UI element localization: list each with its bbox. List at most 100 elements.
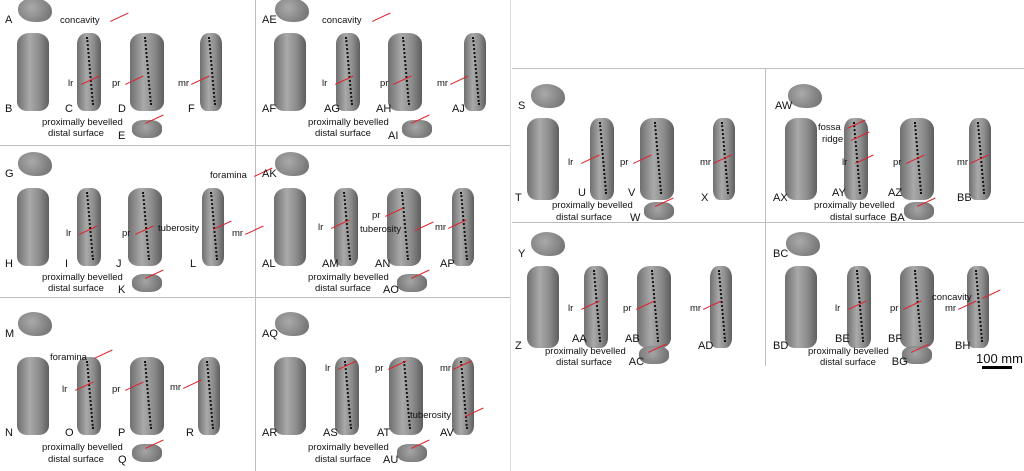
bone-view-proximal: [531, 84, 565, 108]
annotation-label: proximally bevelled: [42, 272, 123, 283]
annotation-label: proximally bevelled: [308, 117, 389, 128]
view-label: AJ: [452, 103, 465, 115]
annotation-label: mr: [232, 228, 244, 239]
annotation-label: tuberosity: [158, 223, 200, 234]
bone-view: [464, 33, 486, 111]
view-label: BB: [957, 192, 972, 204]
view-label: AG: [324, 103, 340, 115]
view-label: AZ: [888, 187, 903, 199]
annotation-pointer-line: [94, 349, 113, 359]
annotation-label: lr: [322, 78, 328, 89]
view-label: AA: [572, 333, 587, 345]
bone-view: [590, 118, 614, 200]
bone-view: [452, 357, 474, 435]
annotation-label: lr: [318, 222, 324, 233]
bone-view-distal: [904, 202, 934, 220]
divider: [512, 222, 1024, 223]
annotation-label: mr: [700, 157, 712, 168]
bone-view: [637, 266, 671, 348]
annotation-label: distal surface: [48, 454, 104, 465]
divider: [0, 145, 510, 146]
annotation-pointer-line: [109, 12, 129, 22]
bone-view: [77, 357, 101, 435]
bone-view-proximal: [788, 84, 822, 108]
view-label: P: [118, 427, 126, 439]
bone-view-distal: [132, 120, 162, 138]
annotation-label: distal surface: [830, 212, 886, 223]
view-label: BF: [888, 333, 903, 345]
bone-view-distal: [639, 346, 669, 364]
view-label: AE: [262, 14, 277, 26]
annotation-label: proximally bevelled: [814, 200, 895, 211]
bone-view-distal: [402, 120, 432, 138]
view-label: X: [701, 192, 709, 204]
bone-view: [785, 266, 817, 348]
view-label: AI: [388, 130, 399, 142]
annotation-label: mr: [178, 78, 190, 89]
annotation-label: foramina: [210, 170, 247, 181]
annotation-label: pr: [620, 157, 629, 168]
view-label: E: [118, 130, 126, 142]
divider: [510, 0, 511, 471]
annotation-label: proximally bevelled: [545, 346, 626, 357]
scale-bar-label: 100 mm: [976, 351, 1023, 366]
annotation-label: distal surface: [315, 454, 371, 465]
view-label: C: [65, 103, 73, 115]
view-label: AK: [262, 168, 277, 180]
annotation-pointer-line: [371, 12, 391, 22]
view-label: U: [578, 187, 586, 199]
bone-view: [900, 118, 934, 200]
annotation-label: lr: [835, 303, 841, 314]
view-label: AL: [262, 258, 276, 270]
view-label: BH: [955, 340, 971, 352]
bone-view-proximal: [275, 312, 309, 336]
annotation-label: pr: [893, 157, 902, 168]
annotation-label: tuberosity: [360, 224, 402, 235]
view-label: AR: [262, 427, 278, 439]
annotation-label: proximally bevelled: [308, 442, 389, 453]
view-label: Q: [118, 454, 127, 466]
annotation-label: proximally bevelled: [42, 442, 123, 453]
annotation-label: pr: [122, 228, 131, 239]
bone-view: [17, 357, 49, 435]
annotation-label: proximally bevelled: [308, 272, 389, 283]
bone-view: [967, 266, 989, 348]
annotation-label: mr: [957, 157, 969, 168]
view-label: AY: [832, 187, 846, 199]
annotation-label: mr: [945, 303, 957, 314]
bone-view: [584, 266, 608, 348]
view-label: AU: [383, 454, 399, 466]
bone-view: [336, 33, 360, 111]
bone-view: [128, 188, 162, 266]
view-label: AO: [383, 284, 399, 296]
bone-view: [640, 118, 674, 200]
view-label: BA: [890, 212, 905, 224]
divider: [255, 0, 256, 471]
annotation-label: mr: [170, 382, 182, 393]
annotation-label: proximally bevelled: [552, 200, 633, 211]
annotation-label: mr: [440, 363, 452, 374]
annotation-label: proximally bevelled: [808, 346, 889, 357]
bone-view-proximal: [531, 232, 565, 256]
bone-view-distal: [397, 274, 427, 292]
bone-view: [202, 188, 224, 266]
bone-view: [198, 357, 220, 435]
bone-view: [527, 266, 559, 348]
view-label: AW: [775, 100, 793, 112]
annotation-label: pr: [890, 303, 899, 314]
bone-view-distal: [397, 444, 427, 462]
bone-view: [335, 357, 359, 435]
annotation-label: pr: [112, 384, 121, 395]
bone-view-proximal: [18, 152, 52, 176]
view-label: AT: [377, 427, 391, 439]
view-label: AH: [376, 103, 392, 115]
annotation-label: distal surface: [315, 128, 371, 139]
bone-view-proximal: [786, 232, 820, 256]
annotation-label: foramina: [50, 352, 87, 363]
bone-view-distal: [132, 444, 162, 462]
annotation-label: pr: [375, 363, 384, 374]
annotation-label: distal surface: [48, 283, 104, 294]
annotation-label: mr: [690, 303, 702, 314]
view-label: O: [65, 427, 74, 439]
